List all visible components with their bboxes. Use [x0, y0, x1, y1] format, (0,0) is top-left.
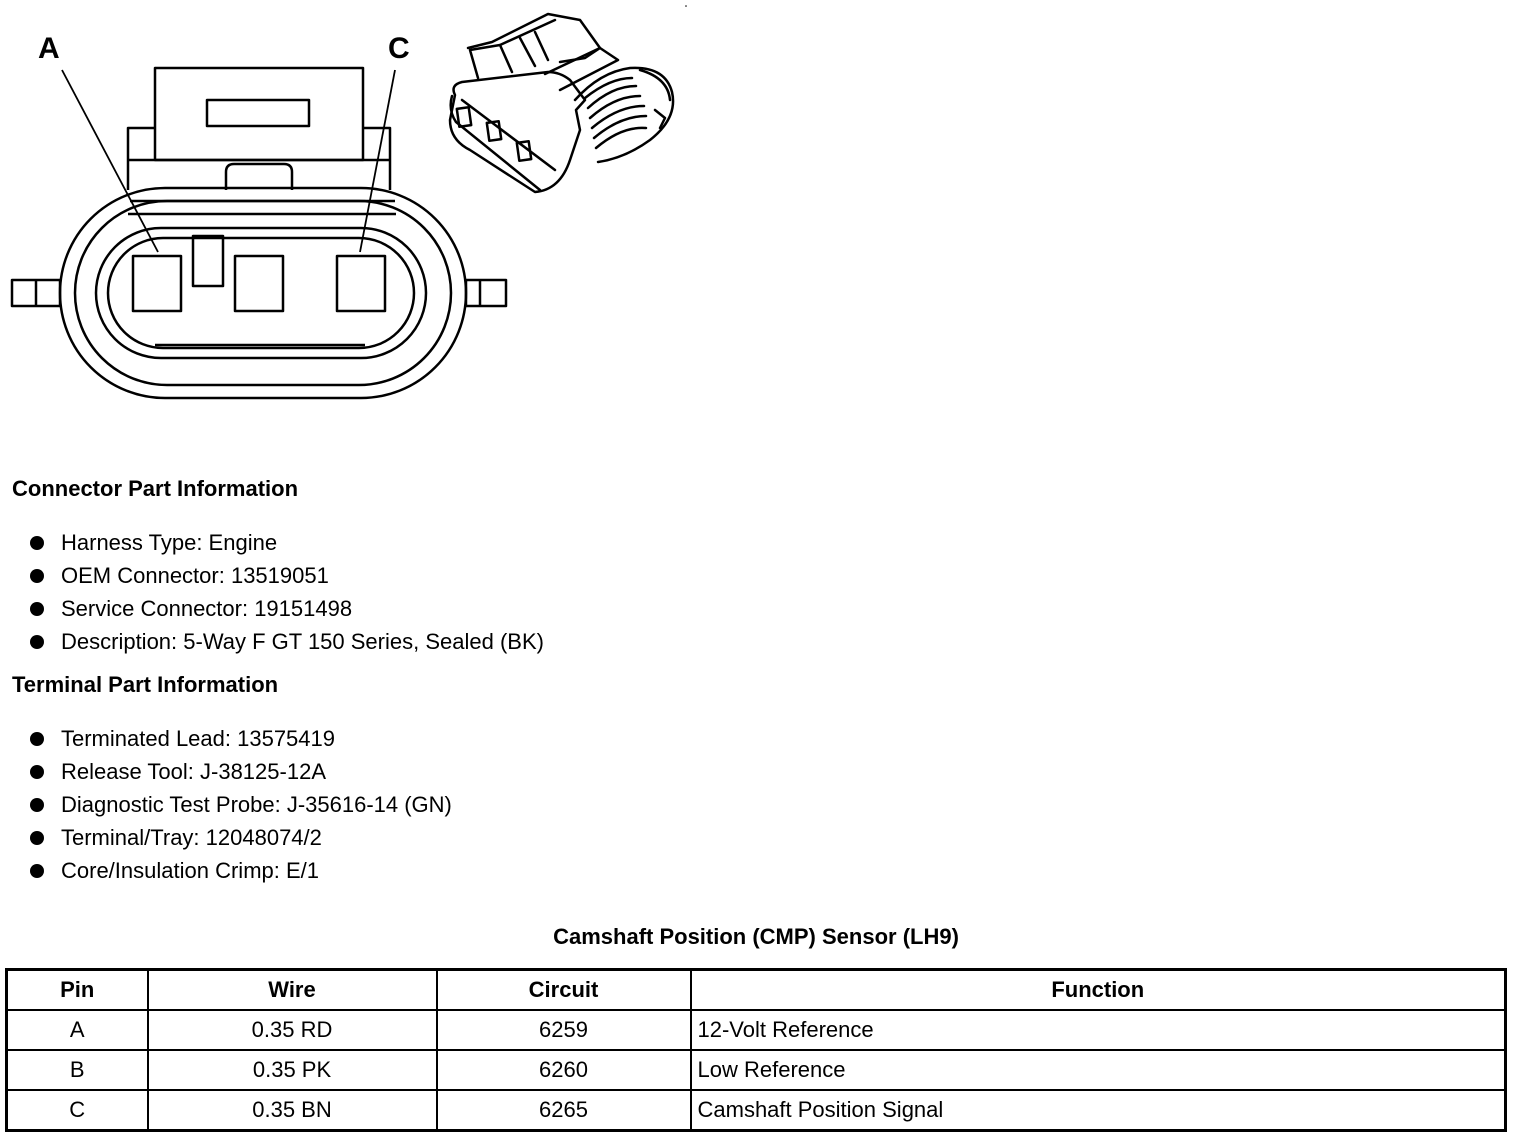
list-item: Harness Type: Engine — [30, 528, 544, 561]
cell-wire: 0.35 BN — [146, 1089, 438, 1132]
list-item: OEM Connector: 13519051 — [30, 561, 544, 594]
list-item: Service Connector: 19151498 — [30, 594, 544, 627]
column-header-wire: Wire — [146, 968, 438, 1011]
connector-housing — [58, 186, 468, 400]
cell-circuit: 6265 — [435, 1089, 692, 1132]
connector-part-info-heading: Connector Part Information — [12, 476, 299, 501]
cell-function: Camshaft Position Signal — [689, 1089, 1507, 1132]
connector-side-tabs — [10, 278, 508, 308]
connector-part-info-list: Harness Type: Engine OEM Connector: 1351… — [30, 528, 544, 660]
connector-diagram: A C — [10, 5, 687, 400]
leader-line-a — [61, 69, 159, 253]
cell-wire: 0.35 PK — [146, 1049, 438, 1091]
cell-function: Low Reference — [689, 1049, 1507, 1091]
cell-pin: A — [5, 1009, 149, 1051]
cell-pin: B — [5, 1049, 149, 1091]
list-item: Terminal/Tray: 12048074/2 — [30, 823, 452, 856]
connector-keyway — [191, 234, 225, 288]
list-item: Diagnostic Test Probe: J-35616-14 (GN) — [30, 790, 452, 823]
cell-function: 12-Volt Reference — [689, 1009, 1507, 1051]
cell-pin: C — [5, 1089, 149, 1132]
connector-isometric-illustration — [448, 12, 675, 194]
table-header-row: Pin Wire Circuit Function — [5, 968, 1507, 1011]
pin-cavity-c — [335, 254, 387, 313]
cell-circuit: 6259 — [435, 1009, 692, 1051]
pinout-table-title: Camshaft Position (CMP) Sensor (LH9) — [553, 924, 959, 949]
pin-cavity-b — [233, 254, 285, 313]
pinout-table: Pin Wire Circuit Function A 0.35 RD 6259… — [5, 968, 1507, 1132]
cell-wire: 0.35 RD — [146, 1009, 438, 1051]
scan-dot — [685, 5, 687, 7]
connector-latch — [126, 66, 392, 190]
list-item: Terminated Lead: 13575419 — [30, 724, 452, 757]
pin-label-c: C — [388, 32, 410, 65]
table-row: B 0.35 PK 6260 Low Reference — [5, 1049, 1507, 1091]
list-item: Description: 5-Way F GT 150 Series, Seal… — [30, 627, 544, 660]
column-header-function: Function — [689, 968, 1507, 1011]
column-header-pin: Pin — [5, 968, 149, 1011]
pin-cavity-a — [131, 254, 183, 313]
column-header-circuit: Circuit — [435, 968, 692, 1011]
table-row: A 0.35 RD 6259 12-Volt Reference — [5, 1009, 1507, 1051]
cell-circuit: 6260 — [435, 1049, 692, 1091]
terminal-part-info-heading: Terminal Part Information — [12, 672, 279, 697]
pin-label-a: A — [38, 32, 60, 65]
list-item: Release Tool: J-38125-12A — [30, 757, 452, 790]
list-item: Core/Insulation Crimp: E/1 — [30, 856, 452, 889]
leader-line-c — [359, 69, 396, 253]
terminal-part-info-list: Terminated Lead: 13575419 Release Tool: … — [30, 724, 452, 889]
table-row: C 0.35 BN 6265 Camshaft Position Signal — [5, 1089, 1507, 1132]
